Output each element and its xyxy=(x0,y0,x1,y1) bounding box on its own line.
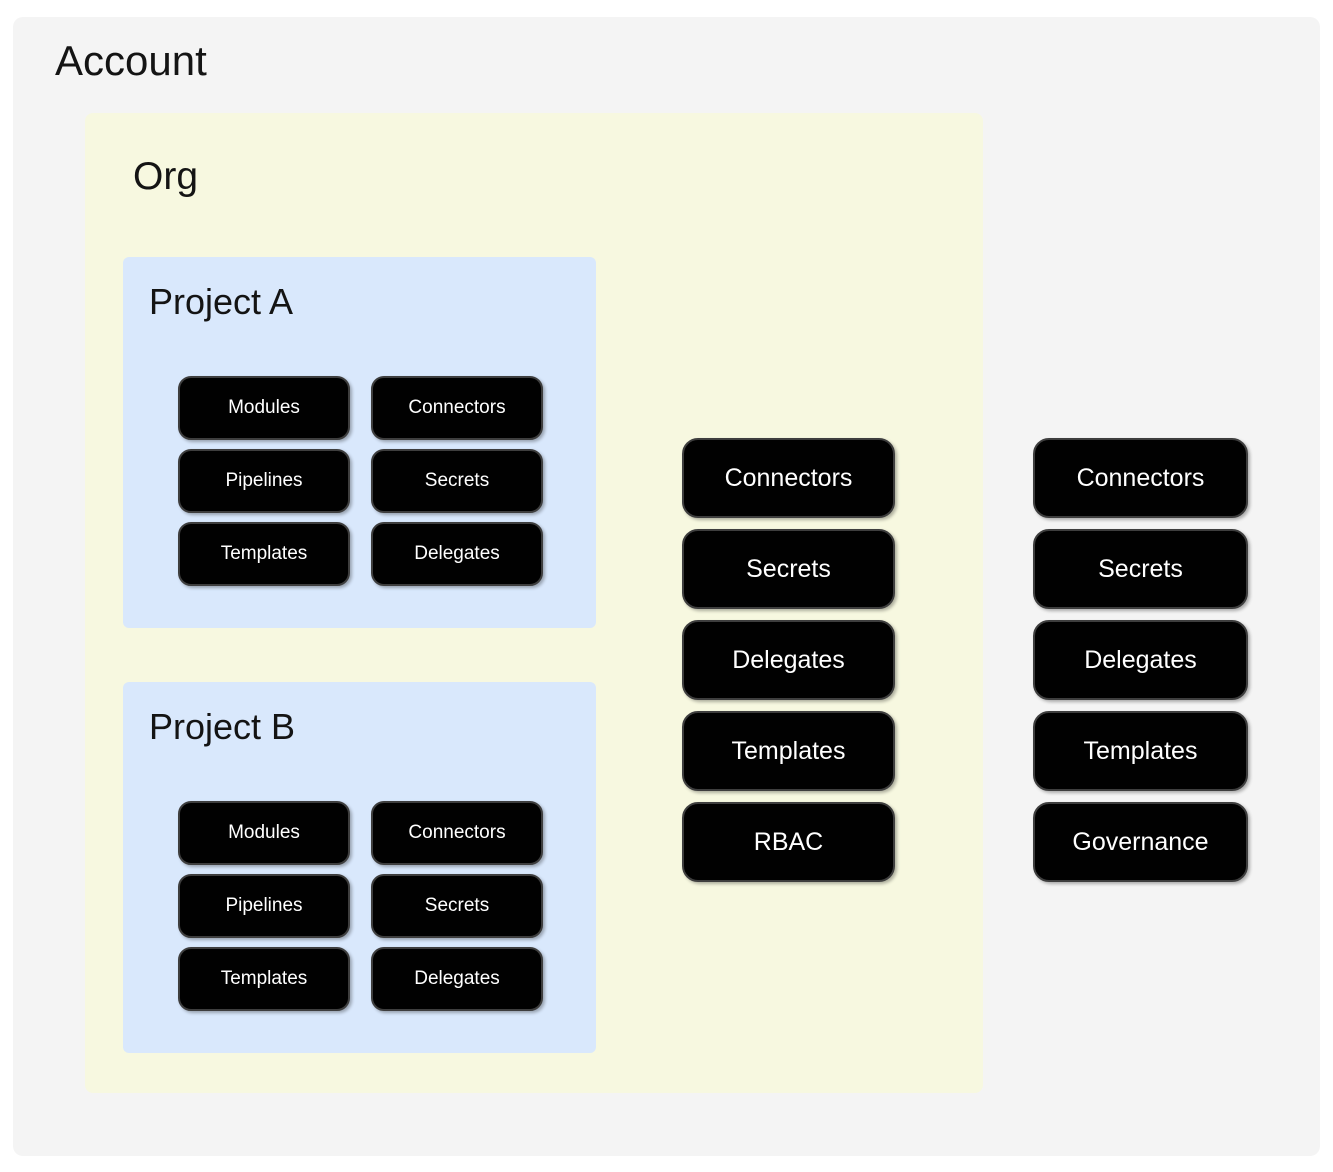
project-b-pipelines-button[interactable]: Pipelines xyxy=(178,874,350,938)
project-a-title: Project A xyxy=(149,281,294,322)
account-container: Account Org Project A Modules Connectors… xyxy=(13,17,1320,1156)
project-b-connectors-button[interactable]: Connectors xyxy=(371,801,543,865)
org-secrets-button[interactable]: Secrets xyxy=(682,529,895,609)
account-templates-button[interactable]: Templates xyxy=(1033,711,1248,791)
account-governance-button[interactable]: Governance xyxy=(1033,802,1248,882)
org-button-column: Connectors Secrets Delegates Templates R… xyxy=(682,438,895,882)
project-b-templates-button[interactable]: Templates xyxy=(178,947,350,1011)
project-a-container: Project A Modules Connectors Pipelines S… xyxy=(123,257,596,628)
project-b-secrets-button[interactable]: Secrets xyxy=(371,874,543,938)
org-title: Org xyxy=(133,155,199,198)
project-b-button-grid: Modules Connectors Pipelines Secrets Tem… xyxy=(178,801,543,1011)
org-rbac-button[interactable]: RBAC xyxy=(682,802,895,882)
project-a-modules-button[interactable]: Modules xyxy=(178,376,350,440)
project-a-button-grid: Modules Connectors Pipelines Secrets Tem… xyxy=(178,376,543,586)
project-b-delegates-button[interactable]: Delegates xyxy=(371,947,543,1011)
account-title: Account xyxy=(55,37,207,84)
project-b-container: Project B Modules Connectors Pipelines S… xyxy=(123,682,596,1053)
org-container: Org Project A Modules Connectors Pipelin… xyxy=(85,113,983,1093)
project-a-pipelines-button[interactable]: Pipelines xyxy=(178,449,350,513)
account-connectors-button[interactable]: Connectors xyxy=(1033,438,1248,518)
project-b-title: Project B xyxy=(149,706,296,747)
org-templates-button[interactable]: Templates xyxy=(682,711,895,791)
project-a-secrets-button[interactable]: Secrets xyxy=(371,449,543,513)
project-a-delegates-button[interactable]: Delegates xyxy=(371,522,543,586)
account-button-column: Connectors Secrets Delegates Templates G… xyxy=(1033,438,1248,882)
project-a-connectors-button[interactable]: Connectors xyxy=(371,376,543,440)
org-delegates-button[interactable]: Delegates xyxy=(682,620,895,700)
org-connectors-button[interactable]: Connectors xyxy=(682,438,895,518)
account-secrets-button[interactable]: Secrets xyxy=(1033,529,1248,609)
account-delegates-button[interactable]: Delegates xyxy=(1033,620,1248,700)
project-a-templates-button[interactable]: Templates xyxy=(178,522,350,586)
project-b-modules-button[interactable]: Modules xyxy=(178,801,350,865)
